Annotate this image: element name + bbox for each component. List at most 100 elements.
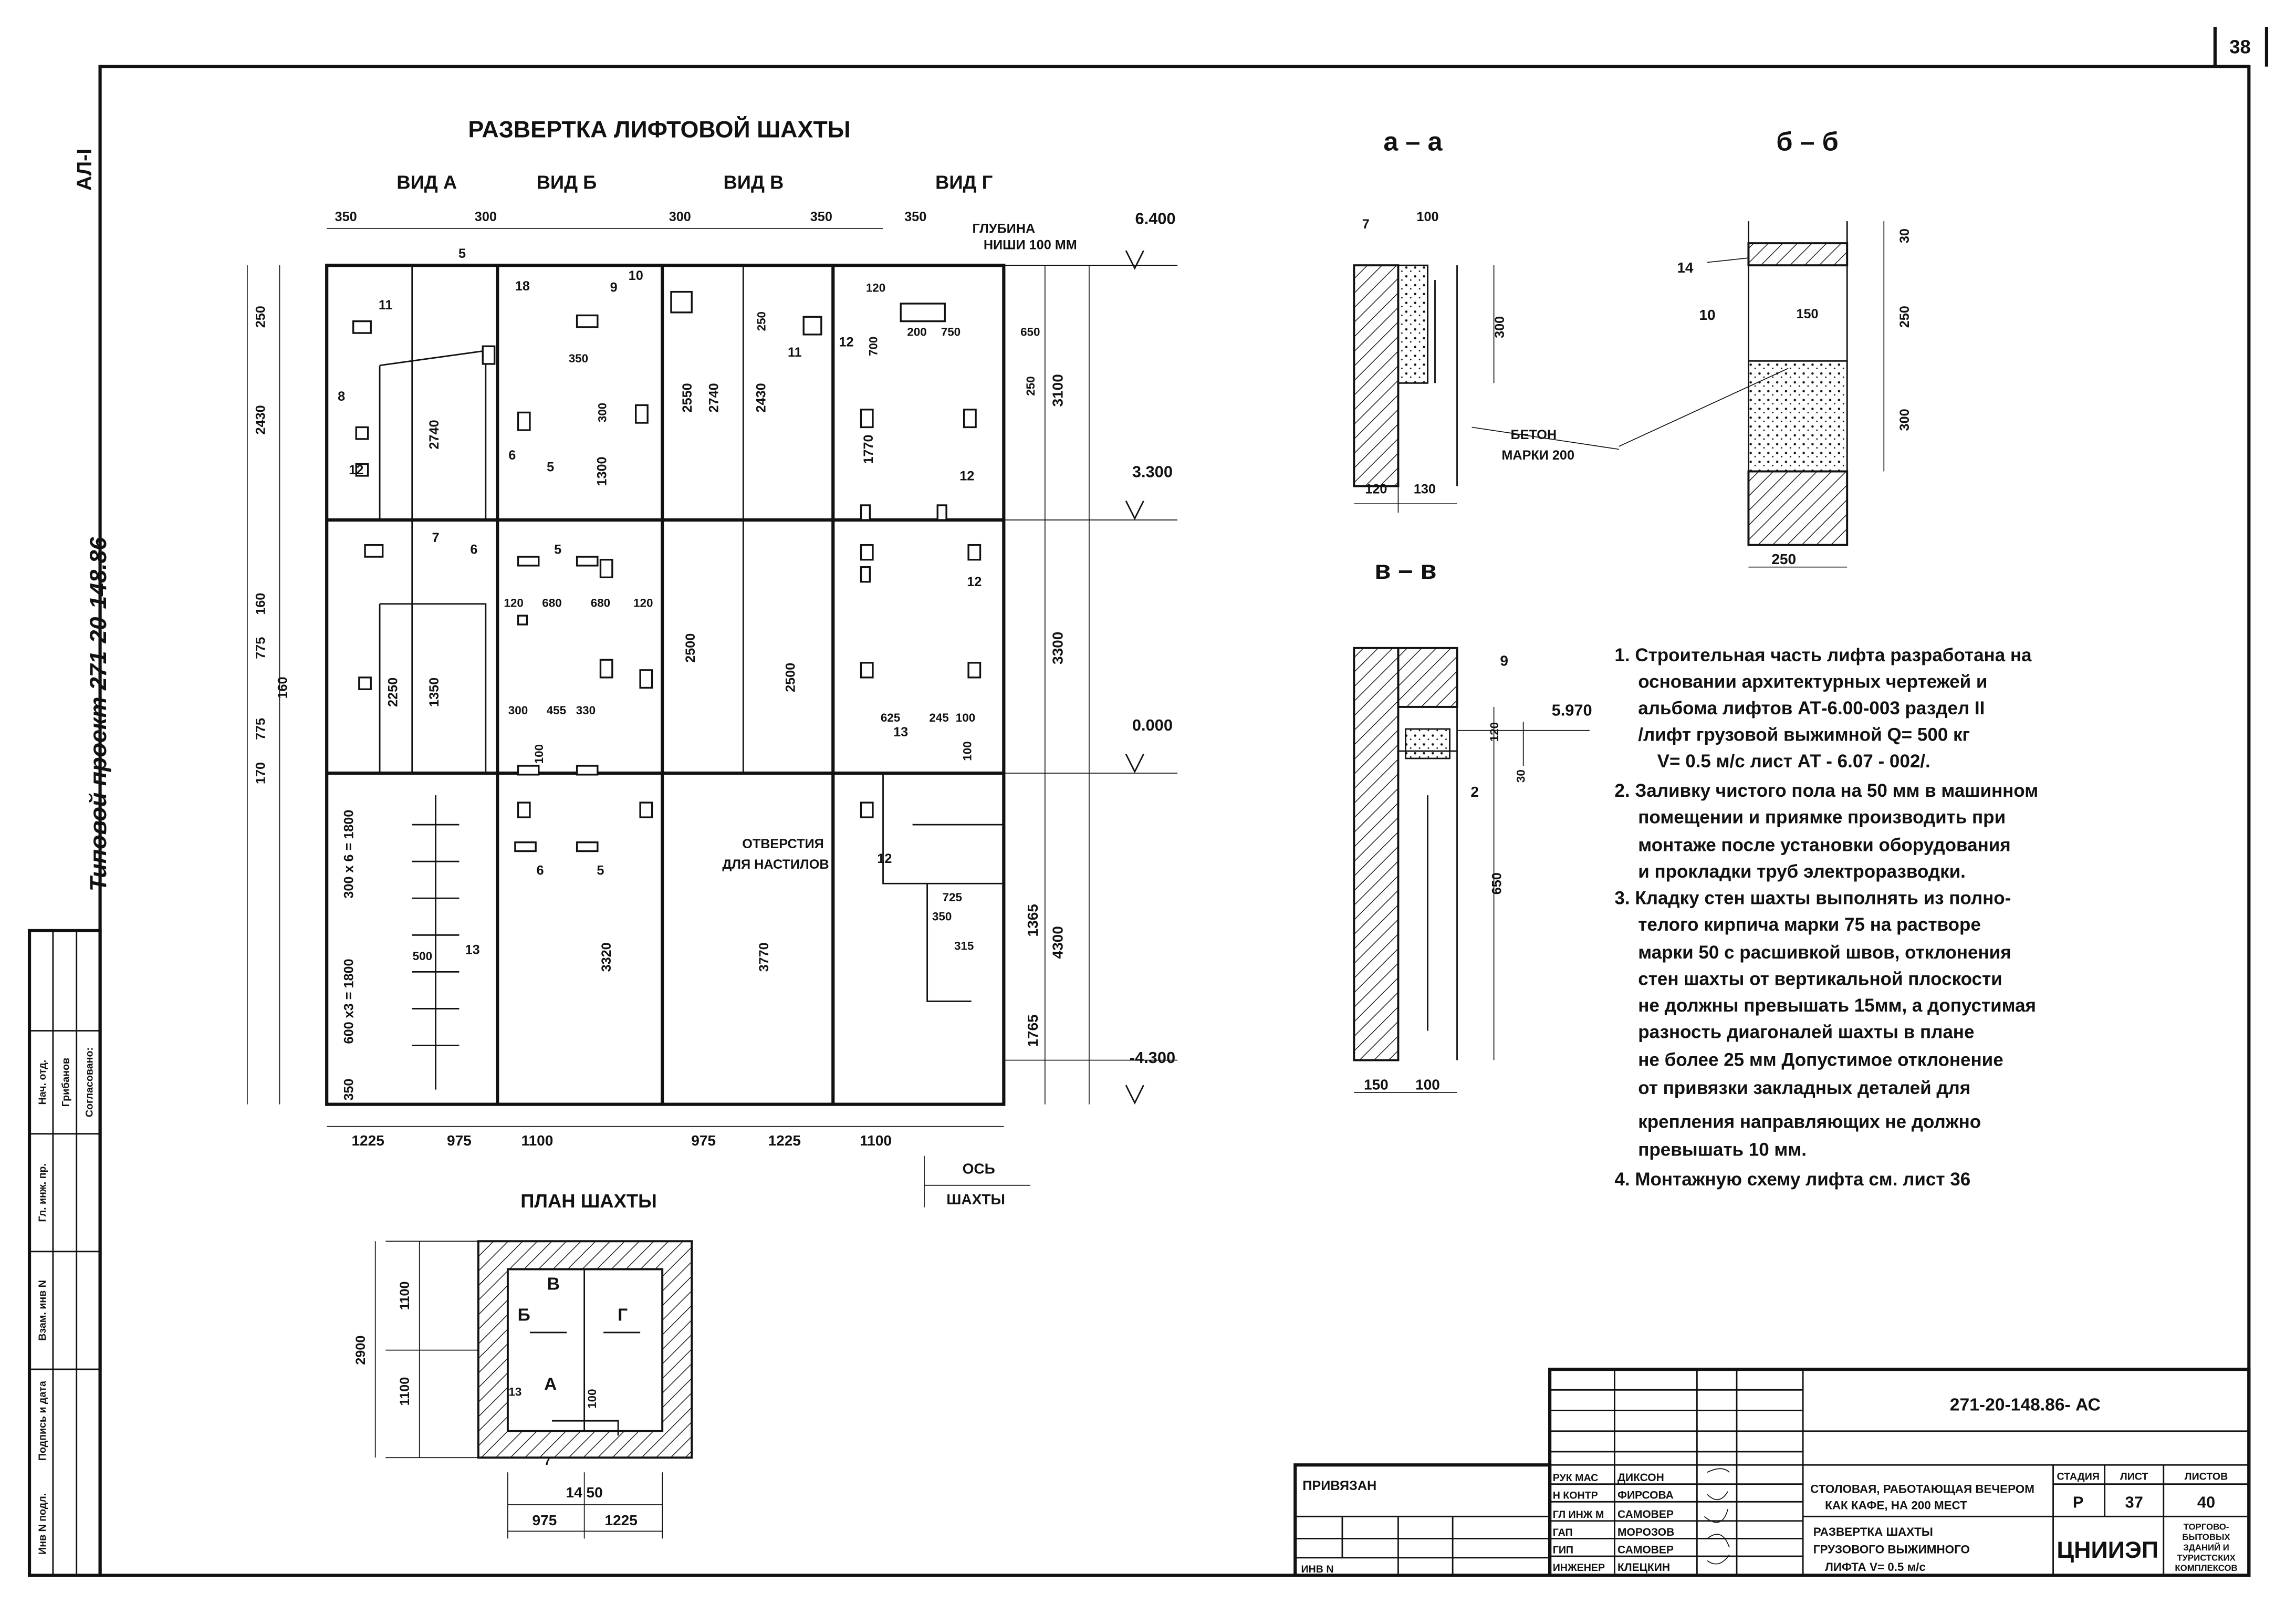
dim: 3300 bbox=[1049, 632, 1066, 664]
dim: 250 bbox=[1024, 376, 1037, 395]
dim: 250 bbox=[253, 306, 268, 328]
signer-role: ГИП bbox=[1553, 1544, 1573, 1556]
sheet-title: ГРУЗОВОГО ВЫЖИМНОГО bbox=[1813, 1543, 1970, 1556]
dim: 1100 bbox=[860, 1132, 892, 1149]
note-line: основании архитектурных чертежей и bbox=[1638, 671, 1987, 692]
dim: 3770 bbox=[757, 942, 771, 972]
plan-view-label: А bbox=[544, 1374, 557, 1394]
plan-view-label: В bbox=[547, 1275, 560, 1294]
dim: 2500 bbox=[783, 663, 798, 692]
dim: 350 bbox=[342, 1079, 357, 1101]
dim: 750 bbox=[941, 326, 961, 339]
embedded-part bbox=[860, 504, 871, 521]
dim: 330 bbox=[576, 704, 596, 717]
dim: 315 bbox=[954, 939, 974, 952]
dim: 250 bbox=[755, 311, 768, 331]
dim: 1350 bbox=[427, 678, 442, 707]
embedded-part bbox=[967, 662, 982, 679]
plan-view-label: Б bbox=[518, 1306, 530, 1325]
dim: 625 bbox=[881, 711, 900, 724]
dim: 100 bbox=[1416, 210, 1438, 224]
stamp-label: Грибанов bbox=[60, 1058, 72, 1107]
embedded-part bbox=[670, 290, 693, 314]
organization-sub: ЗДАНИЙ И bbox=[2183, 1543, 2229, 1553]
dim: 975 bbox=[533, 1512, 557, 1528]
signer-name: КЛЕЦКИН bbox=[1617, 1561, 1670, 1574]
note-line: 3. Кладку стен шахты выполнять из полно- bbox=[1614, 888, 2011, 908]
mark: 12 bbox=[349, 463, 363, 477]
plan-title: ПЛАН ШАХТЫ bbox=[520, 1190, 657, 1212]
dim: 100 bbox=[1415, 1077, 1440, 1093]
project-label: Типовой проект 271-20-148.86 bbox=[85, 537, 111, 892]
dim: 30 bbox=[1897, 228, 1912, 243]
embedded-part bbox=[517, 411, 531, 431]
dim: 160 bbox=[253, 593, 268, 615]
note-line: превышать 10 мм. bbox=[1638, 1140, 1807, 1160]
dim: 975 bbox=[447, 1132, 472, 1149]
dim: 3320 bbox=[599, 942, 614, 972]
dim: 700 bbox=[867, 337, 880, 356]
dim: 14 50 bbox=[566, 1484, 603, 1501]
embedded-part bbox=[967, 544, 982, 561]
mark: 18 bbox=[515, 279, 530, 294]
dim: 120 bbox=[1365, 482, 1387, 497]
mark: 11 bbox=[788, 345, 802, 360]
note-line: /лифт грузовой выжимной Q= 500 кг bbox=[1638, 724, 1970, 745]
section-b-b bbox=[1619, 221, 1885, 568]
dim: 250 bbox=[1897, 306, 1912, 328]
dim: 350 bbox=[569, 352, 588, 365]
note-line: не должны превышать 15мм, а допустимая bbox=[1638, 995, 2036, 1016]
dim: 245 bbox=[929, 711, 948, 724]
dim: 1300 bbox=[595, 456, 610, 486]
embedded-part bbox=[352, 320, 372, 334]
note-line: стен шахты от вертикальной плоскости bbox=[1638, 969, 2002, 990]
openings-note: ДЛЯ НАСТИЛОВ bbox=[722, 857, 829, 872]
dim: 1225 bbox=[768, 1132, 801, 1149]
mark: 9 bbox=[1500, 652, 1508, 669]
mark: 5 bbox=[547, 460, 554, 475]
dim: 300 bbox=[596, 403, 609, 422]
note-line: помещении и приямке производить при bbox=[1638, 807, 2006, 827]
stamp-label: Взам. инв N bbox=[37, 1280, 48, 1341]
mark: 12 bbox=[877, 851, 892, 866]
object-name: КАК КАФЕ, НА 200 МЕСТ bbox=[1825, 1498, 1967, 1512]
embedded-part bbox=[963, 409, 977, 429]
note-line: 2. Заливку чистого пола на 50 мм в машин… bbox=[1614, 780, 2038, 801]
stage-value: Р bbox=[2073, 1493, 2084, 1512]
mark: 8 bbox=[338, 389, 345, 404]
note-line: и прокладки труб электроразводки. bbox=[1638, 861, 1966, 882]
sheet-number: 38 bbox=[2229, 36, 2251, 58]
level-mark: 0.000 bbox=[1132, 716, 1173, 734]
embedded-part bbox=[517, 556, 540, 567]
sheets-value: 40 bbox=[2197, 1493, 2215, 1512]
dim: 170 bbox=[253, 762, 268, 784]
note: МАРКИ 200 bbox=[1501, 448, 1574, 463]
dim: 130 bbox=[1414, 482, 1436, 497]
mark: 6 bbox=[470, 542, 477, 557]
signer-name: МОРОЗОВ bbox=[1617, 1526, 1674, 1538]
dim: 150 bbox=[1364, 1077, 1389, 1093]
organization-sub: ТОРГОВО- bbox=[2184, 1522, 2229, 1532]
dim: 350 bbox=[810, 210, 832, 224]
organization-sub: БЫТОВЫХ bbox=[2182, 1532, 2230, 1542]
stamp-label: Инв N подл. bbox=[37, 1493, 48, 1555]
signer-role: ГАП bbox=[1553, 1527, 1573, 1538]
dim: 680 bbox=[591, 596, 610, 609]
pit-note: ГЛУБИНА bbox=[972, 221, 1035, 236]
mark: 12 bbox=[959, 468, 974, 483]
dim: 650 bbox=[1490, 872, 1505, 894]
mark: 10 bbox=[1699, 307, 1715, 323]
stamp-label: Гл. инж. пр. bbox=[37, 1163, 48, 1222]
dim: 350 bbox=[335, 210, 357, 224]
dim: 1100 bbox=[398, 1377, 412, 1406]
view-label: ВИД А bbox=[396, 171, 457, 193]
embedded-part bbox=[802, 316, 822, 336]
dim: 120 bbox=[866, 282, 885, 295]
dim: 100 bbox=[586, 1389, 599, 1408]
dim: 30 bbox=[1514, 769, 1527, 783]
shaft-development bbox=[246, 228, 1178, 1207]
dim: 1100 bbox=[398, 1282, 412, 1310]
dim: 300 bbox=[1493, 316, 1507, 338]
embedded-part bbox=[635, 404, 649, 424]
